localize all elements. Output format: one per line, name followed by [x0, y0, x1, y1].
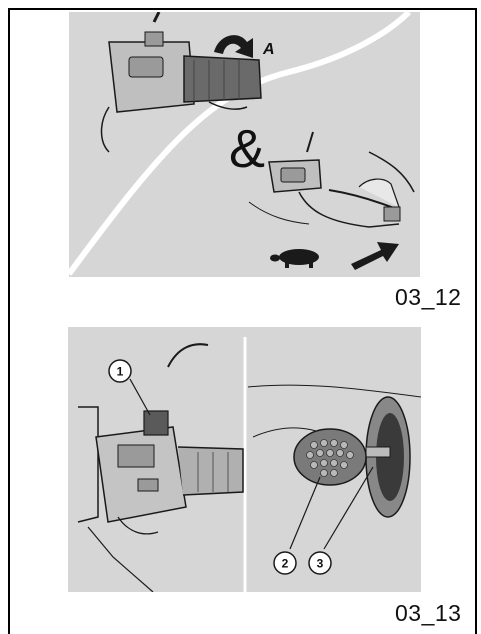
- engine-stop-switch: [144, 411, 168, 435]
- callout-2-number: 2: [282, 557, 289, 571]
- socket-cap: [294, 429, 366, 485]
- illustration-switch-and-panel-drawing: 1 2 3: [68, 327, 421, 592]
- charging-socket-closeup: [248, 385, 421, 517]
- callout-1-number: 1: [117, 365, 124, 379]
- illustration-throttle-and-brake: A &: [69, 12, 420, 277]
- switch-housing-closeup: [78, 344, 243, 592]
- illustration-throttle-and-brake-drawing: A &: [69, 12, 420, 277]
- figure-label: 03_13: [395, 600, 461, 627]
- callout-3-number: 3: [317, 557, 324, 571]
- callout-1: 1: [109, 360, 150, 415]
- ampersand-symbol: &: [229, 119, 265, 179]
- throttle-rotate-arrow-icon: [214, 35, 253, 58]
- turtle-icon: [270, 249, 319, 268]
- callout-letter: A: [262, 41, 275, 58]
- illustration-switch-and-panel: 1 2 3: [68, 327, 421, 592]
- push-arrow-icon: [351, 242, 399, 270]
- left-switch-housing: [102, 12, 195, 152]
- figure-label: 03_12: [395, 284, 461, 311]
- brake-lever-assembly: [249, 132, 414, 227]
